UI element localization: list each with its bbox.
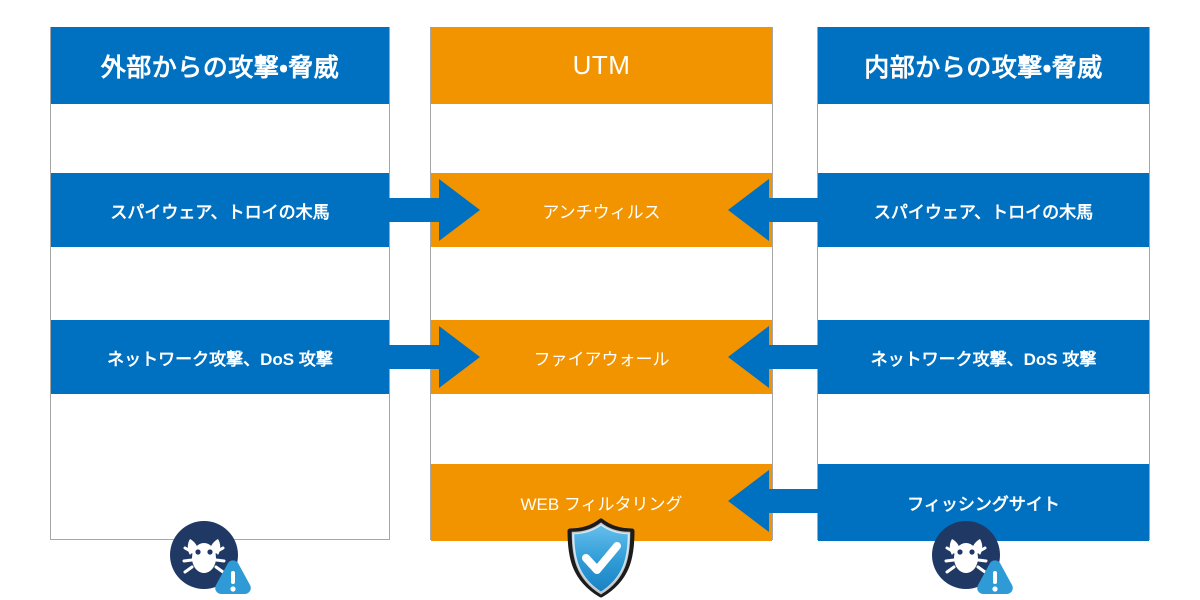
internal-threats-header: 内部からの攻撃・脅威 <box>818 27 1149 104</box>
external-threat-row-spyware-label: スパイウェア、トロイの木馬 <box>110 202 330 222</box>
utm-column: UTM アンチウィルス ファイアウォール WEB フィルタリング <box>430 27 773 541</box>
utm-header: UTM <box>431 27 772 104</box>
internal-threat-row-phishing-label: フィッシングサイト <box>907 495 1060 514</box>
utm-feature-antivirus-label: アンチウィルス <box>542 202 661 222</box>
external-threats-header-label: 外部からの攻撃・脅威 <box>100 53 340 82</box>
internal-threats-header-label: 内部からの攻撃・脅威 <box>864 53 1103 82</box>
internal-threats-column: 内部からの攻撃・脅威 スパイウェア、トロイの木馬 ネットワーク攻撃、DoS 攻撃… <box>817 27 1150 541</box>
warning-exclamation-icon <box>215 560 251 594</box>
external-threat-row-network-attack: ネットワーク攻撃、DoS 攻撃 <box>51 320 389 394</box>
bug-threat-icon <box>930 519 1014 599</box>
bug-threat-icon <box>168 519 252 599</box>
warning-exclamation-icon <box>977 560 1013 594</box>
arrow-left-icon-internal-to-web-filtering <box>728 470 826 532</box>
arrow-left-icon-internal-to-antivirus <box>728 179 826 241</box>
shield-check-icon <box>565 518 637 598</box>
utm-feature-firewall: ファイアウォール <box>431 320 772 394</box>
utm-feature-web-filtering-label: WEB フィルタリング <box>520 495 683 514</box>
external-threat-row-spyware: スパイウェア、トロイの木馬 <box>51 173 389 247</box>
internal-threat-row-network-attack: ネットワーク攻撃、DoS 攻撃 <box>818 320 1149 394</box>
utm-feature-firewall-label: ファイアウォール <box>533 349 670 369</box>
internal-threat-row-spyware: スパイウェア、トロイの木馬 <box>818 173 1149 247</box>
internal-threat-row-spyware-label: スパイウェア、トロイの木馬 <box>873 202 1094 222</box>
utm-feature-antivirus: アンチウィルス <box>431 173 772 247</box>
arrow-right-icon-external-to-antivirus <box>382 179 480 241</box>
external-threats-header: 外部からの攻撃・脅威 <box>51 27 389 104</box>
external-threats-column: 外部からの攻撃・脅威 スパイウェア、トロイの木馬 ネットワーク攻撃、DoS 攻撃 <box>50 27 390 540</box>
utm-header-label: UTM <box>572 50 631 80</box>
internal-threat-row-network-attack-label: ネットワーク攻撃、DoS 攻撃 <box>870 349 1097 369</box>
arrow-left-icon-internal-to-firewall <box>728 326 826 388</box>
arrow-right-icon-external-to-firewall <box>382 326 480 388</box>
external-threat-row-network-attack-label: ネットワーク攻撃、DoS 攻撃 <box>107 349 333 369</box>
